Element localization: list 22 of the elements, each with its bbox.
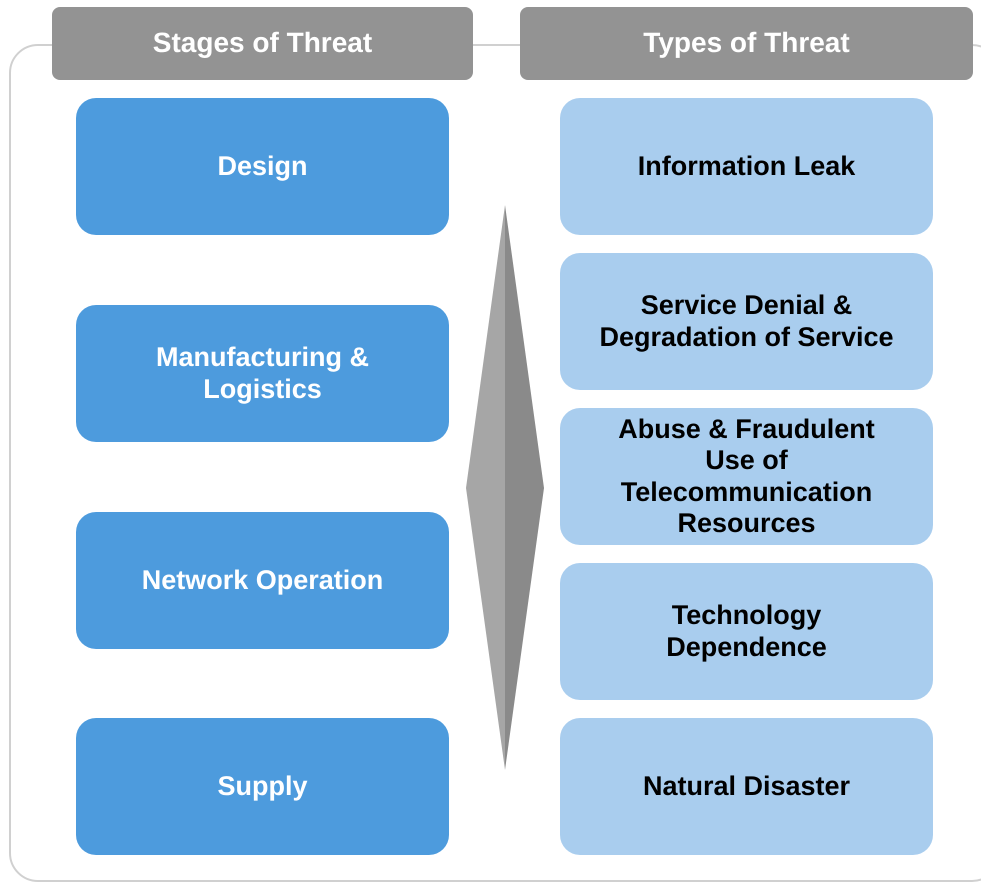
stage-box [76, 512, 449, 649]
box-label: Information Leak [638, 150, 856, 182]
stage-box [76, 305, 449, 442]
threat-type-box [560, 253, 933, 390]
stage-box [76, 718, 449, 855]
box-label: Manufacturing & Logistics [155, 342, 370, 405]
box-label: Technology Dependence [665, 600, 828, 663]
box-label: Abuse & Fraudulent Use of Telecommunication Resources [617, 414, 876, 539]
box-label: Network Operation [142, 564, 384, 596]
threat-type-box [560, 98, 933, 235]
header-tab [520, 7, 973, 80]
box-label: Design [217, 150, 308, 182]
box-label: Service Denial & Degradation of Service [598, 290, 895, 353]
box-label: Natural Disaster [642, 770, 850, 802]
threat-type-box [560, 718, 933, 855]
box-label: Types of Threat [643, 27, 850, 60]
stage-box [76, 98, 449, 235]
box-label: Supply [217, 770, 308, 802]
header-tab [52, 7, 473, 80]
threat-type-box [560, 408, 933, 545]
threat-type-box [560, 563, 933, 700]
box-label: Stages of Threat [152, 27, 372, 60]
